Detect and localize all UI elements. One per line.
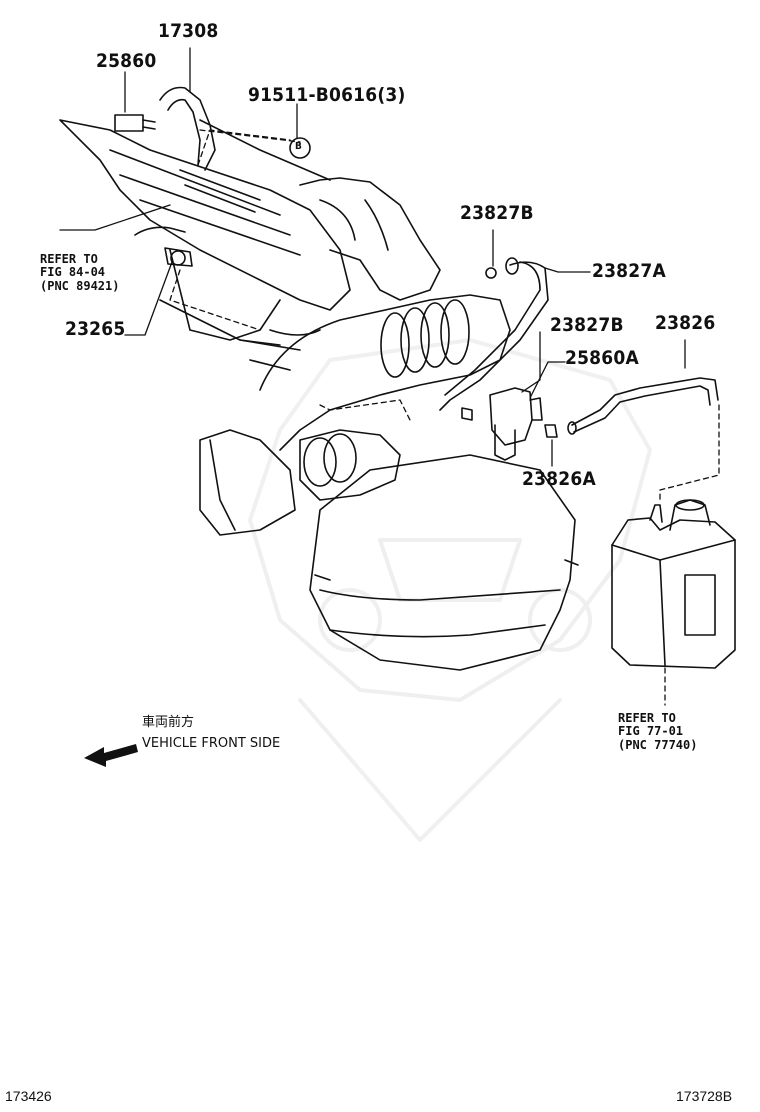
hose-17308: [159, 86, 216, 171]
refer-right-line1: REFER TO: [618, 711, 676, 725]
part-number-23826A[interactable]: 23826A: [522, 468, 596, 490]
marker-b-circle: [289, 137, 311, 159]
part-number-91511-b0616[interactable]: 91511-B0616(3): [248, 84, 406, 106]
vehicle-front-en: VEHICLE FRONT SIDE: [142, 736, 281, 751]
part-number-23827A[interactable]: 23827A: [592, 260, 666, 282]
refer-left-line2: FIG 84-04: [40, 265, 106, 280]
footer-left-id: 173426: [5, 1088, 52, 1104]
vsv-25860A: [489, 387, 543, 461]
refer-left-line3: (PNC 89421): [40, 278, 120, 293]
part-number-25860[interactable]: 25860: [96, 50, 157, 72]
vsv-23265: [134, 226, 193, 267]
part-number-23265[interactable]: 23265: [65, 318, 126, 340]
part-number-23827B-mid[interactable]: 23827B: [550, 314, 624, 336]
clips: [461, 267, 558, 438]
part-number-17308[interactable]: 17308: [158, 20, 219, 42]
charcoal-canister: [611, 499, 736, 669]
refer-note-right: REFER TO FIG 77-01 (PNC 77740): [618, 711, 698, 752]
dashed-leaders: [169, 129, 720, 706]
part-number-23826[interactable]: 23826: [655, 312, 716, 334]
vehicle-front-arrow: [84, 744, 138, 767]
vehicle-front-jp: 車両前方: [142, 715, 195, 730]
leader-lines: [59, 47, 686, 467]
air-cleaner-case: [309, 454, 579, 671]
refer-left-line1: REFER TO: [40, 252, 98, 266]
refer-note-left: REFER TO FIG 84-04 (PNC 89421): [40, 252, 120, 293]
part-number-25860A[interactable]: 25860A: [565, 347, 639, 369]
vsv-25860: [114, 114, 156, 132]
engine-intake-manifold: [59, 119, 441, 371]
watermark-emblem: [248, 338, 652, 842]
footer-right-id: 173728B: [676, 1088, 733, 1104]
hose-23826: [567, 377, 719, 435]
intake-duct: [199, 294, 511, 536]
part-number-23827B-top[interactable]: 23827B: [460, 202, 534, 224]
refer-right-line3: (PNC 77740): [618, 737, 698, 752]
hose-23827A: [439, 257, 549, 411]
refer-right-line2: FIG 77-01: [618, 724, 684, 739]
marker-b-label: B: [295, 141, 302, 152]
